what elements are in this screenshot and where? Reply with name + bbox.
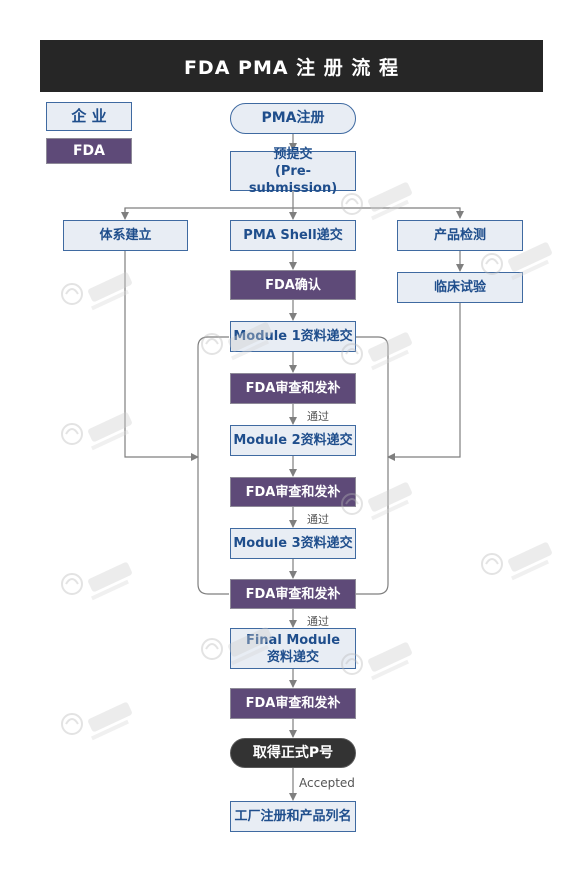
watermark-logo [340,640,418,682]
module1-node: Module 1资料递交 [230,321,356,352]
watermark-logo [340,330,418,372]
system-setup-node: 体系建立 [63,220,188,251]
watermark-logo [480,540,558,582]
watermark-logo [200,625,278,667]
pass-label-3: 通过 [307,615,329,628]
product-testing-node: 产品检测 [397,220,523,251]
watermark-logo [340,180,418,222]
watermark-logo [200,320,278,362]
final-module-line2: 资料递交 [266,649,319,665]
p-number-node: 取得正式P号 [230,738,356,768]
clinical-trial-node: 临床试验 [397,272,523,303]
final-module-line1: Final Module [245,632,341,648]
watermark-logo [60,270,138,312]
module2-node: Module 2资料递交 [230,425,356,456]
fda-review3-node: FDA审查和发补 [230,579,356,609]
watermark-logo [60,410,138,452]
pma-shell-node: PMA Shell递交 [230,220,356,251]
pass-label-1: 通过 [307,410,329,423]
legend-fda: FDA [46,138,132,164]
presubmission-line1: 预提交 [273,146,313,162]
watermark-logo [340,480,418,522]
presubmission-line2: (Pre-submission) [248,163,338,196]
fda-review1-node: FDA审查和发补 [230,373,356,404]
legend-enterprise: 企 业 [46,102,132,131]
pma-register-node: PMA注册 [230,103,356,134]
pass-label-2: 通过 [307,513,329,526]
registration-listing-node: 工厂注册和产品列名 [230,801,356,832]
module3-node: Module 3资料递交 [230,528,356,559]
fda-review2-node: FDA审查和发补 [230,477,356,507]
page-title: FDA PMA 注 册 流 程 [40,40,543,92]
final-module-node: Final Module 资料递交 [230,628,356,669]
watermark-logo [480,240,558,282]
watermark-logo [60,560,138,602]
fda-confirm-node: FDA确认 [230,270,356,300]
fda-review4-node: FDA审查和发补 [230,688,356,719]
watermark-logo [60,700,138,742]
accepted-label: Accepted [299,776,355,790]
presubmission-node: 预提交 (Pre-submission) [230,147,356,196]
